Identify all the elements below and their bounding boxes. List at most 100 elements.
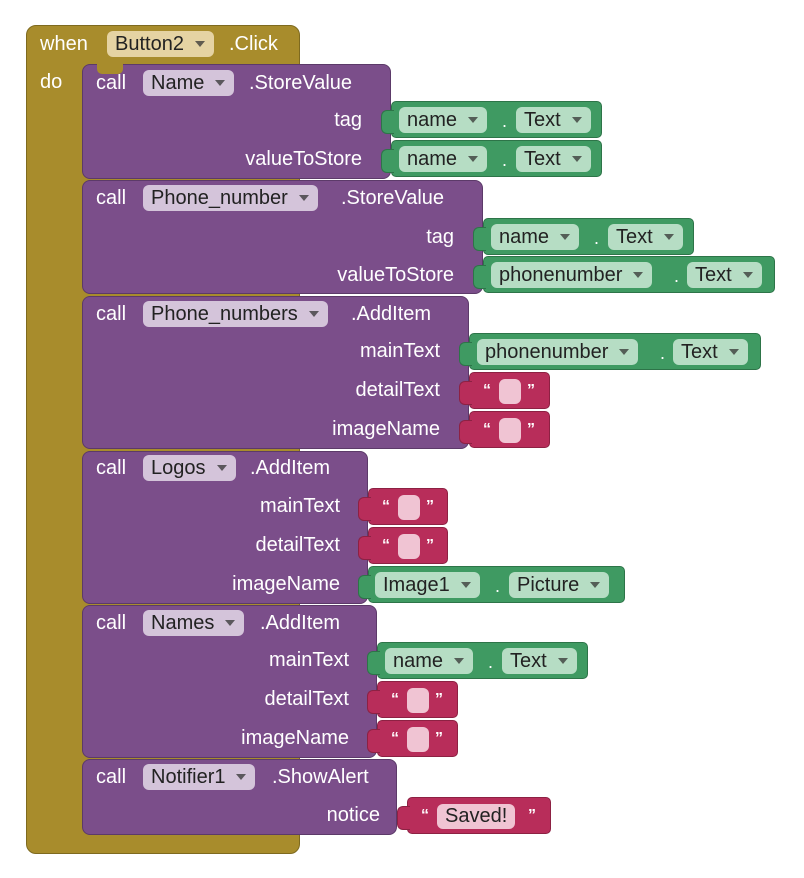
valuetostore-label: valueToStore: [245, 148, 362, 170]
property-dropdown[interactable]: Text: [516, 146, 591, 172]
phonenumber-text-getter-block[interactable]: phonenumber . Text: [459, 333, 761, 370]
notifier1-component-dropdown[interactable]: Notifier1: [143, 764, 256, 790]
property-dropdown[interactable]: Text: [687, 262, 762, 288]
logos-component-dropdown[interactable]: Logos: [143, 455, 236, 481]
text-value-field[interactable]: [407, 688, 429, 713]
chevron-down-icon: [557, 658, 568, 664]
call-label: call: [96, 457, 127, 479]
names-component-dropdown[interactable]: Names: [143, 610, 245, 636]
call-label: call: [96, 72, 127, 94]
chevron-down-icon: [663, 234, 674, 240]
property-dropdown[interactable]: Picture: [509, 572, 610, 598]
call-label: call: [96, 303, 127, 325]
component-value: name: [407, 109, 458, 131]
phone-number-component-dropdown[interactable]: Phone_number: [143, 185, 318, 211]
imagename-label: imageName: [232, 573, 340, 595]
saved-text-literal-block[interactable]: “ Saved! ”: [397, 797, 551, 834]
maintext-label: mainText: [359, 340, 440, 362]
component-dropdown[interactable]: phonenumber: [491, 262, 653, 288]
chevron-down-icon: [742, 272, 753, 278]
when-label: when: [40, 33, 88, 55]
property-value: Text: [695, 264, 732, 286]
call-label: call: [96, 612, 127, 634]
method-label: .AddItem: [351, 303, 432, 325]
empty-text-literal-block[interactable]: “ ”: [367, 720, 458, 757]
chevron-down-icon: [633, 272, 644, 278]
chevron-down-icon: [236, 774, 247, 780]
method-label: .StoreValue: [249, 72, 353, 94]
text-value-field[interactable]: [499, 379, 521, 404]
name-component-dropdown[interactable]: Name: [143, 70, 235, 96]
empty-text-literal-block[interactable]: “ ”: [358, 527, 448, 564]
chevron-down-icon: [619, 349, 630, 355]
phonenumber-text-getter-block[interactable]: phonenumber . Text: [473, 256, 775, 293]
empty-text-literal-block[interactable]: “ ”: [367, 681, 458, 718]
property-dropdown[interactable]: Text: [516, 107, 591, 133]
component-dropdown[interactable]: Image1: [375, 572, 480, 598]
empty-text-literal-block[interactable]: “ ”: [459, 372, 550, 409]
event-component-dropdown[interactable]: Button2: [107, 31, 214, 57]
maintext-label: mainText: [268, 649, 349, 671]
chevron-down-icon: [308, 311, 319, 317]
component-dropdown[interactable]: name: [399, 107, 488, 133]
open-quote-icon: “: [483, 382, 491, 399]
open-quote-icon: “: [391, 730, 399, 747]
text-value-field[interactable]: [499, 418, 521, 443]
component-value: name: [407, 148, 458, 170]
chevron-down-icon: [468, 117, 479, 123]
open-quote-icon: “: [382, 498, 390, 515]
component-value: Phone_numbers: [151, 303, 298, 325]
component-value: name: [499, 226, 550, 248]
maintext-label: mainText: [259, 495, 340, 517]
method-label: .AddItem: [250, 457, 331, 479]
text-value-field[interactable]: [398, 534, 420, 559]
text-value-field[interactable]: [398, 495, 420, 520]
name-text-getter-block[interactable]: name . Text: [473, 218, 694, 255]
chevron-down-icon: [590, 582, 601, 588]
component-dropdown[interactable]: name: [385, 648, 474, 674]
call-name-storevalue-block[interactable]: [82, 64, 391, 179]
chevron-down-icon: [571, 156, 582, 162]
dot-separator: .: [674, 266, 680, 286]
property-dropdown[interactable]: Text: [673, 339, 748, 365]
imagename-label: imageName: [241, 727, 349, 749]
text-value-field[interactable]: [407, 727, 429, 752]
phone-numbers-component-dropdown[interactable]: Phone_numbers: [143, 301, 328, 327]
property-dropdown[interactable]: Text: [608, 224, 683, 250]
do-label: do: [40, 71, 63, 93]
property-value: Text: [524, 148, 561, 170]
call-label: call: [96, 766, 127, 788]
component-value: Name: [151, 72, 205, 94]
component-value: name: [393, 650, 444, 672]
chevron-down-icon: [216, 465, 227, 471]
close-quote-icon: ”: [435, 730, 443, 747]
name-text-getter-block[interactable]: name . Text: [381, 101, 602, 138]
detailtext-label: detailText: [264, 688, 350, 710]
chevron-down-icon: [194, 41, 205, 47]
close-quote-icon: ”: [527, 421, 535, 438]
close-quote-icon: ”: [527, 382, 535, 399]
chevron-down-icon: [215, 80, 226, 86]
chevron-down-icon: [225, 620, 236, 626]
dot-separator: .: [660, 343, 666, 363]
open-quote-icon: “: [382, 537, 390, 554]
image1-picture-getter-block[interactable]: Image1 . Picture: [358, 566, 625, 603]
component-value: Names: [151, 612, 215, 634]
notice-label: notice: [326, 804, 380, 826]
component-value: Logos: [151, 457, 206, 479]
component-dropdown[interactable]: phonenumber: [477, 339, 639, 365]
name-text-getter-block[interactable]: name . Text: [381, 140, 602, 177]
empty-text-literal-block[interactable]: “ ”: [459, 411, 550, 448]
property-value: Picture: [517, 574, 580, 596]
name-text-getter-block[interactable]: name . Text: [367, 642, 588, 679]
empty-text-literal-block[interactable]: “ ”: [358, 488, 448, 525]
close-quote-icon: ”: [435, 691, 443, 708]
text-value-field[interactable]: Saved!: [437, 804, 516, 829]
component-dropdown[interactable]: name: [491, 224, 580, 250]
component-dropdown[interactable]: name: [399, 146, 488, 172]
valuetostore-label: valueToStore: [337, 264, 454, 286]
open-quote-icon: “: [391, 691, 399, 708]
dot-separator: .: [502, 150, 508, 170]
chevron-down-icon: [468, 156, 479, 162]
property-dropdown[interactable]: Text: [502, 648, 577, 674]
